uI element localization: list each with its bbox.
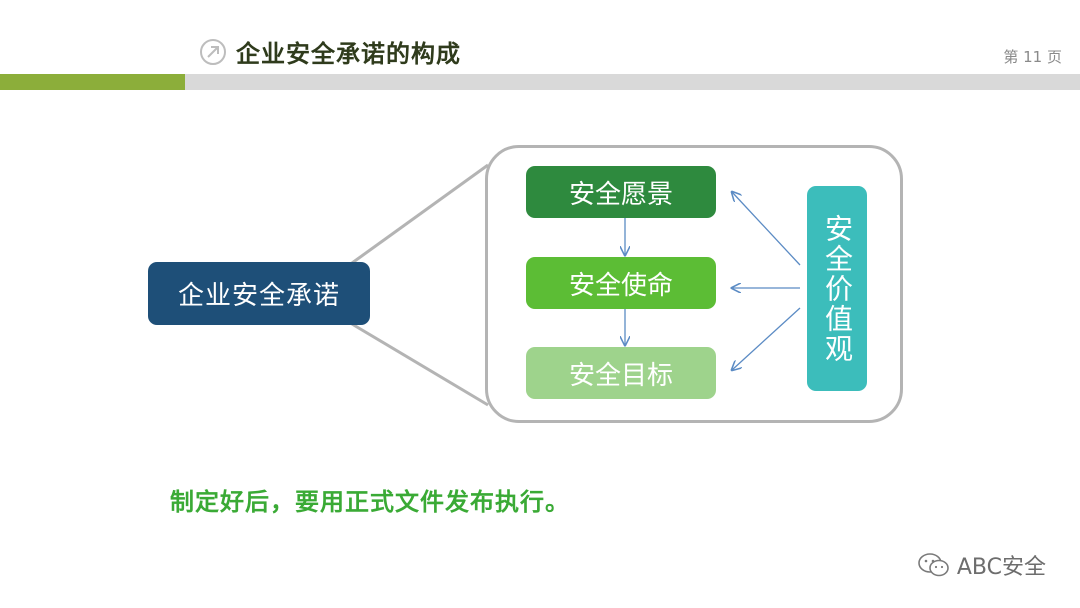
- values-box: 安全价值观: [807, 186, 867, 391]
- note-text: 制定好后，要用正式文件发布执行。: [170, 488, 570, 516]
- wechat-icon: [918, 553, 949, 577]
- header-accent-bar: [0, 74, 185, 90]
- item-box-vision: 安全愿景: [526, 166, 716, 218]
- arrow-values-to-vision: [732, 192, 801, 266]
- header-divider-bar: [185, 74, 1080, 90]
- watermark-text: ABC安全: [956, 555, 1046, 580]
- item-box-mission: 安全使命: [526, 257, 716, 309]
- page-title: 企业安全承诺的构成: [236, 40, 461, 68]
- watermark: ABC安全: [917, 549, 1046, 581]
- page-number: 第 11 页: [1003, 48, 1062, 66]
- item-box-goal: 安全目标: [526, 347, 716, 399]
- arrow-up-right-icon: [200, 39, 226, 65]
- arrow-values-to-goal: [732, 307, 801, 370]
- root-box: 企业安全承诺: [148, 262, 370, 325]
